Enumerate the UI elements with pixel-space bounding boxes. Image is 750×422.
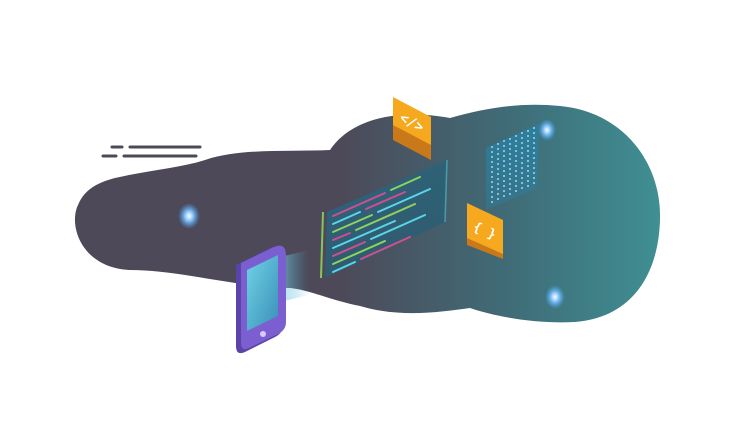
speed-lines xyxy=(101,145,202,158)
code-lines xyxy=(332,176,431,273)
braces-badge: { } xyxy=(467,203,503,259)
home-button xyxy=(260,331,266,337)
glow-dot xyxy=(545,285,565,309)
glow-dot xyxy=(178,203,200,229)
matrix-panel xyxy=(486,124,539,210)
glow-dot xyxy=(538,119,556,141)
html-tag-badge: </> xyxy=(393,97,431,160)
smartphone xyxy=(236,245,309,354)
code-screen xyxy=(320,159,448,279)
